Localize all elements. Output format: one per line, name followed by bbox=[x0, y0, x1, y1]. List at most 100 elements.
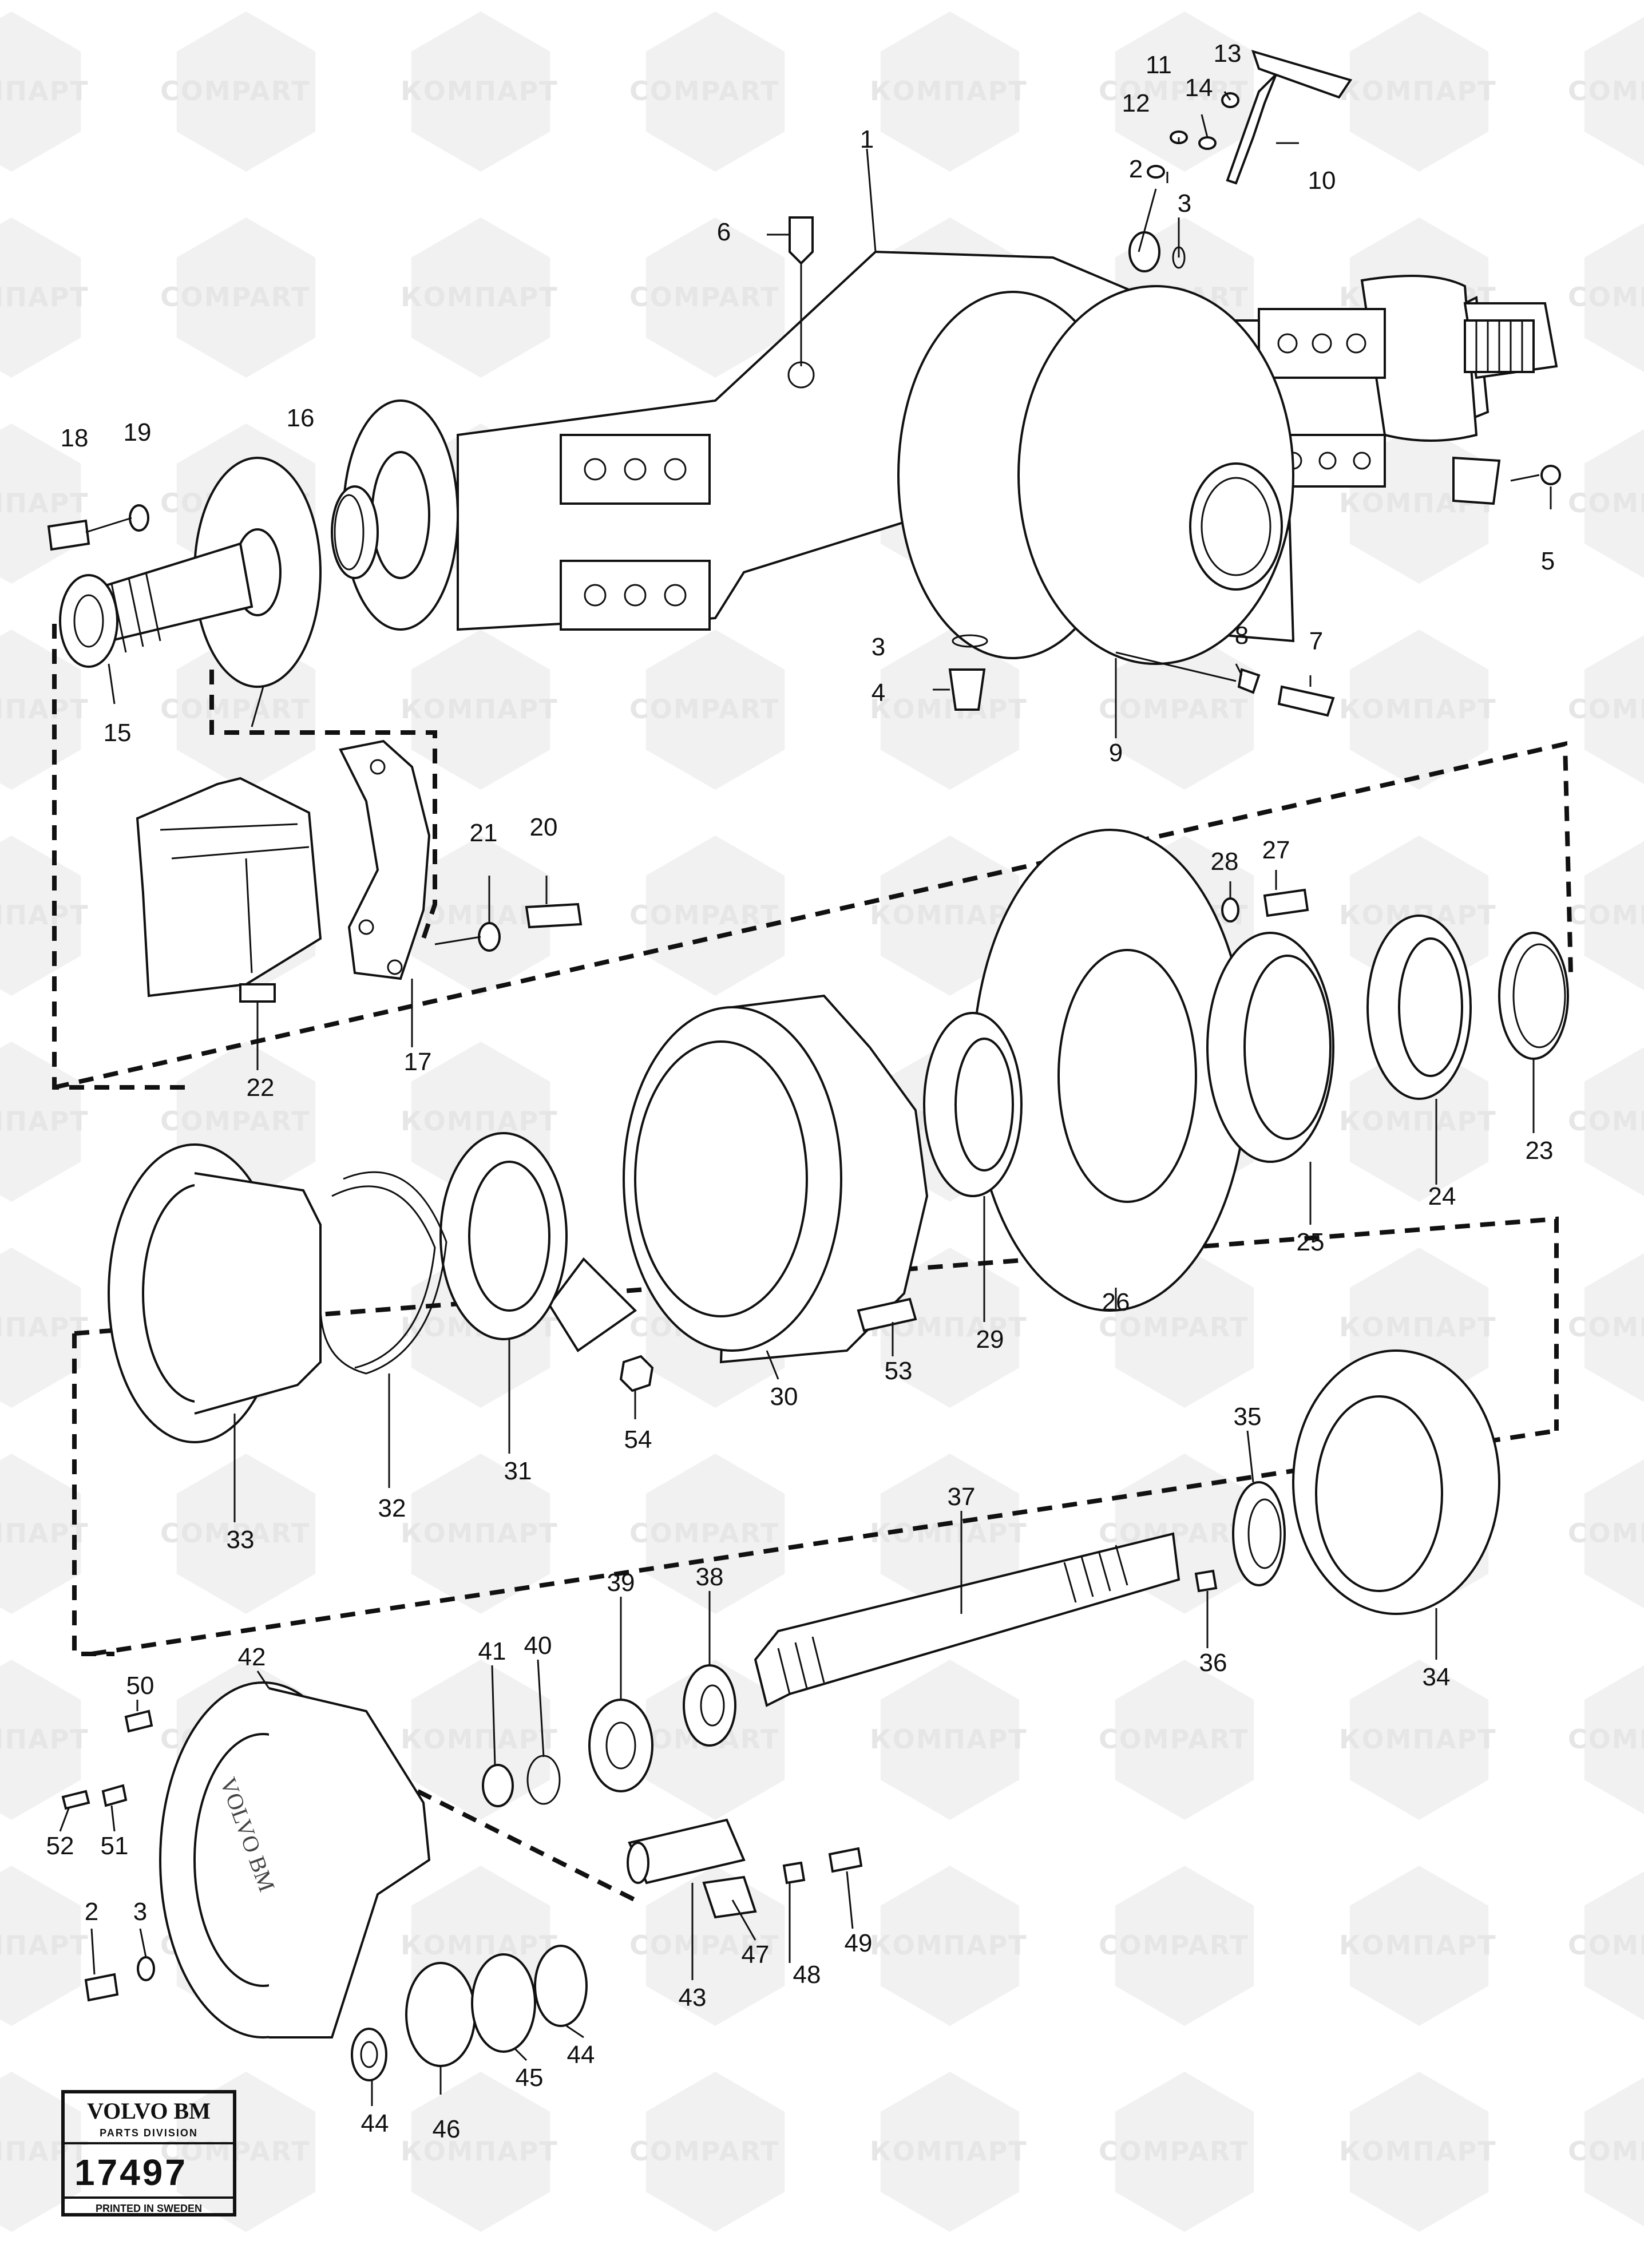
watermark-hexagon bbox=[1115, 1660, 1254, 1820]
watermark-text-cyrillic: КОМПАРТ bbox=[0, 1106, 89, 1137]
watermark-text-cyrillic: КОМПАРТ bbox=[401, 694, 558, 725]
callout-45: 45 bbox=[516, 2064, 544, 2092]
callout-6: 6 bbox=[717, 218, 731, 246]
watermark-hexagon bbox=[1584, 1665, 1644, 1815]
callout-54: 54 bbox=[624, 1426, 652, 1454]
bolt-washer-18-19 bbox=[47, 504, 149, 551]
watermark-hexagon bbox=[1584, 1871, 1644, 2021]
callout-46: 46 bbox=[433, 2115, 461, 2143]
watermark-hexagon bbox=[411, 1660, 550, 1820]
watermark-hexagon bbox=[1584, 1459, 1644, 1609]
watermark-hexagon bbox=[411, 1454, 550, 1614]
watermark-text-latin: COMPART bbox=[160, 76, 310, 106]
callout-38: 38 bbox=[696, 1563, 724, 1591]
watermark-hexagon bbox=[0, 836, 81, 996]
callout-51: 51 bbox=[101, 1832, 129, 1860]
callout-3: 3 bbox=[1178, 189, 1191, 217]
callout-5: 5 bbox=[1541, 547, 1555, 575]
watermark-text-latin: COMPART bbox=[629, 900, 779, 931]
watermark-text-latin: COMPART bbox=[1099, 1724, 1249, 1755]
callout-43: 43 bbox=[679, 1984, 707, 2012]
callout-23: 23 bbox=[1526, 1137, 1554, 1165]
axle-shaft-flange bbox=[59, 457, 322, 688]
callout-13: 13 bbox=[1214, 39, 1242, 68]
callout-32: 32 bbox=[378, 1494, 406, 1522]
callout-14: 14 bbox=[1185, 74, 1213, 102]
watermark-text-cyrillic: КОМПАРТ bbox=[870, 2136, 1028, 2167]
watermark-hexagon bbox=[1584, 2077, 1644, 2227]
watermark-text-cyrillic: КОМПАРТ bbox=[401, 1106, 558, 1137]
watermark-text-cyrillic: КОМПАРТ bbox=[870, 1930, 1028, 1961]
watermark-hexagon bbox=[1349, 1866, 1489, 2026]
watermark-hexagon bbox=[880, 1454, 1020, 1614]
callout-19: 19 bbox=[124, 418, 152, 446]
watermark-text-latin: COMPART bbox=[1568, 488, 1644, 518]
watermark-text-cyrillic: КОМПАРТ bbox=[0, 1930, 89, 1961]
callout-11: 11 bbox=[1146, 51, 1172, 79]
watermark-text-latin: COMPART bbox=[1568, 694, 1644, 725]
callout-40: 40 bbox=[524, 1632, 552, 1660]
callout-44: 44 bbox=[567, 2041, 595, 2069]
watermark-text-cyrillic: КОМПАРТ bbox=[0, 1724, 89, 1755]
watermark-text-latin: COMPART bbox=[1568, 1312, 1644, 1343]
watermark-text-cyrillic: КОМПАРТ bbox=[1339, 1930, 1497, 1961]
callout-9: 9 bbox=[1109, 739, 1123, 767]
callout-39: 39 bbox=[607, 1569, 635, 1597]
brake-disc bbox=[972, 829, 1249, 1312]
watermark-hexagon bbox=[645, 2072, 785, 2232]
watermark-text-latin: COMPART bbox=[629, 282, 779, 312]
callout-29: 29 bbox=[976, 1325, 1004, 1353]
volvo-bm-logo: VOLVO BM PARTS DIVISION 17497 PRINTED IN… bbox=[61, 2090, 236, 2216]
watermark-hexagon bbox=[1349, 11, 1489, 172]
watermark-hexagon bbox=[880, 11, 1020, 172]
callout-34: 34 bbox=[1423, 1663, 1451, 1691]
watermark-hexagon bbox=[0, 1660, 81, 1820]
planet-gear-parts bbox=[61, 1664, 863, 2081]
callout-28: 28 bbox=[1211, 848, 1239, 876]
callout-50: 50 bbox=[126, 1672, 155, 1700]
callout-3b: 3 bbox=[871, 633, 885, 661]
watermark-text-cyrillic: КОМПАРТ bbox=[401, 1518, 558, 1549]
watermark-text-latin: COMPART bbox=[1568, 1724, 1644, 1755]
watermark-hexagon bbox=[0, 217, 81, 378]
callout-2b: 2 bbox=[85, 1898, 98, 1926]
leader-lines bbox=[59, 91, 1552, 2106]
callout-labels: 1 2 3 6 10 11 12 13 14 18 19 16 5 3 4 8 … bbox=[46, 39, 1555, 2143]
watermark-hexagon bbox=[880, 2072, 1020, 2232]
watermark-text-latin: COMPART bbox=[1568, 76, 1644, 106]
watermark-text-cyrillic: КОМПАРТ bbox=[0, 76, 89, 106]
callout-27: 27 bbox=[1262, 836, 1290, 864]
watermark-text-cyrillic: КОМПАРТ bbox=[0, 282, 89, 312]
watermark-hexagon bbox=[0, 1866, 81, 2026]
hub-bolt-nut bbox=[619, 1297, 917, 1392]
callout-30: 30 bbox=[770, 1383, 798, 1411]
watermark-text-latin: COMPART bbox=[629, 694, 779, 725]
watermark-text-latin: COMPART bbox=[1568, 1106, 1644, 1137]
callout-3c: 3 bbox=[133, 1898, 147, 1926]
callout-33: 33 bbox=[227, 1526, 255, 1554]
watermark-hexagon bbox=[1349, 1660, 1489, 1820]
logo-number: 17497 bbox=[74, 2152, 188, 2193]
watermark-hexagon bbox=[176, 217, 316, 378]
watermark-hexagon bbox=[411, 630, 550, 790]
watermark-hexagon bbox=[1584, 635, 1644, 785]
watermark-text-cyrillic: КОМПАРТ bbox=[0, 900, 89, 931]
watermark-hexagon bbox=[645, 217, 785, 378]
callout-7: 7 bbox=[1309, 627, 1323, 655]
watermark-text-latin: COMPART bbox=[160, 1106, 310, 1137]
watermark-hexagon bbox=[1115, 11, 1254, 172]
callout-44b: 44 bbox=[361, 2109, 389, 2138]
watermark-text-latin: COMPART bbox=[160, 282, 310, 312]
callout-22: 22 bbox=[247, 1074, 275, 1102]
callout-53: 53 bbox=[885, 1357, 913, 1385]
wheel-hub bbox=[548, 994, 929, 1364]
callout-41: 41 bbox=[478, 1637, 506, 1665]
watermark-text-cyrillic: КОМПАРТ bbox=[1339, 2136, 1497, 2167]
watermark-text-cyrillic: КОМПАРТ bbox=[1339, 1106, 1497, 1137]
logo-footer: PRINTED IN SWEDEN bbox=[96, 2203, 202, 2214]
watermark-text-latin: COMPART bbox=[1099, 1312, 1249, 1343]
watermark-text-cyrillic: КОМПАРТ bbox=[1339, 1724, 1497, 1755]
drain-plug bbox=[933, 634, 988, 711]
callout-47: 47 bbox=[742, 1941, 770, 1969]
